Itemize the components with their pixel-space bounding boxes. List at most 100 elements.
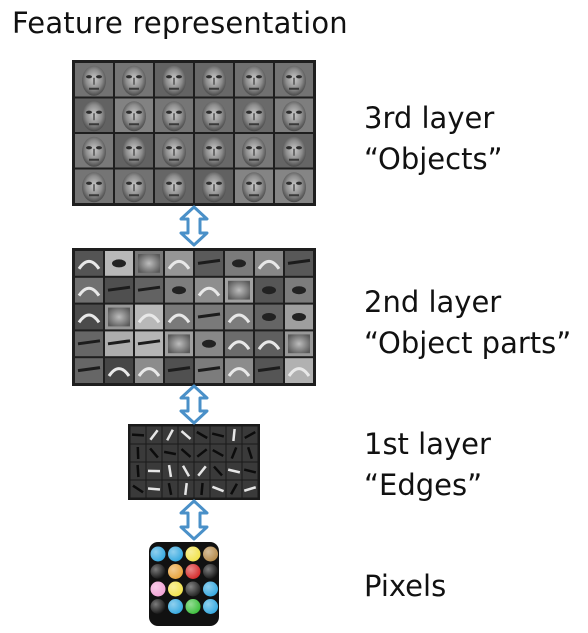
face-feature: [275, 169, 313, 203]
arrow-objects-parts-icon: [179, 205, 209, 247]
edges-feature-grid: [128, 424, 260, 500]
arrow-edges-pixels-icon: [179, 499, 209, 541]
part-feature: [105, 331, 133, 357]
face-feature: [75, 134, 113, 168]
part-feature: [135, 277, 163, 303]
edge-feature: [194, 480, 210, 498]
part-feature: [135, 358, 163, 383]
layer-description: “Objects”: [364, 142, 503, 176]
layer-name: 2nd layer: [364, 285, 502, 319]
part-feature: [195, 331, 223, 357]
edge-feature: [226, 426, 242, 444]
pixel-dot: [185, 599, 201, 614]
edge-feature: [146, 462, 162, 480]
part-feature: [255, 277, 283, 303]
part-feature: [255, 304, 283, 330]
objects-feature-grid: [72, 60, 316, 206]
part-feature: [225, 331, 253, 357]
edge-feature: [242, 444, 258, 462]
layer-label-objects: 3rd layer “Objects”: [364, 98, 503, 180]
pixel-dot: [203, 599, 218, 614]
part-feature: [225, 304, 253, 330]
face-feature: [115, 134, 153, 168]
face-feature: [115, 63, 153, 97]
pixel-dot: [185, 546, 201, 562]
pixel-dot: [185, 564, 201, 579]
part-feature: [195, 304, 223, 330]
face-feature: [115, 98, 153, 132]
face-feature: [235, 134, 273, 168]
edge-feature: [130, 480, 146, 498]
part-feature: [255, 331, 283, 357]
edge-feature: [242, 480, 258, 498]
edge-feature: [178, 444, 194, 462]
edge-feature: [226, 462, 242, 480]
part-feature: [225, 277, 253, 303]
pixel-dot: [203, 581, 218, 597]
edge-feature: [210, 444, 226, 462]
edge-feature: [194, 444, 210, 462]
part-feature: [285, 358, 313, 383]
layer-label-edges: 1st layer “Edges”: [364, 424, 491, 506]
pixel-dot: [185, 581, 201, 597]
part-feature: [195, 358, 223, 383]
part-feature: [75, 251, 103, 276]
edge-feature: [130, 462, 146, 480]
part-feature: [135, 251, 163, 276]
part-feature: [135, 304, 163, 330]
layer-name: 3rd layer: [364, 101, 495, 135]
edge-feature: [178, 462, 194, 480]
part-feature: [285, 304, 313, 330]
part-feature: [165, 358, 193, 383]
part-feature: [255, 251, 283, 276]
part-feature: [75, 277, 103, 303]
face-feature: [235, 98, 273, 132]
pixel-dot: [168, 546, 183, 562]
part-feature: [165, 331, 193, 357]
edge-feature: [226, 480, 242, 498]
face-feature: [75, 63, 113, 97]
pixel-dot: [150, 546, 166, 562]
pixel-dot: [168, 599, 183, 614]
layer-description: “Object parts”: [364, 326, 572, 360]
edge-feature: [146, 480, 162, 498]
face-feature: [195, 63, 233, 97]
part-feature: [225, 251, 253, 276]
edge-feature: [162, 426, 178, 444]
edge-feature: [242, 426, 258, 444]
edge-feature: [226, 444, 242, 462]
face-feature: [75, 98, 113, 132]
part-feature: [225, 358, 253, 383]
layer-label-pixels: Pixels: [364, 566, 446, 607]
pixel-dot: [203, 546, 218, 562]
pixel-dot: [150, 581, 166, 597]
part-feature: [105, 277, 133, 303]
part-feature: [285, 251, 313, 276]
part-feature: [105, 251, 133, 276]
face-feature: [275, 63, 313, 97]
pixel-dot: [168, 564, 183, 579]
edge-feature: [146, 426, 162, 444]
part-feature: [135, 331, 163, 357]
part-feature: [165, 277, 193, 303]
part-feature: [75, 358, 103, 383]
edge-feature: [146, 444, 162, 462]
pixels-grid-frame: [149, 542, 219, 626]
face-feature: [195, 134, 233, 168]
part-feature: [75, 331, 103, 357]
part-feature: [75, 304, 103, 330]
edge-feature: [194, 462, 210, 480]
object-parts-feature-grid: [72, 248, 316, 386]
edge-feature: [242, 462, 258, 480]
edge-feature: [162, 462, 178, 480]
part-feature: [165, 304, 193, 330]
face-feature: [115, 169, 153, 203]
layer-description: “Edges”: [364, 468, 483, 502]
part-feature: [105, 304, 133, 330]
edge-feature: [130, 426, 146, 444]
pixels-grid: [149, 542, 219, 626]
part-feature: [195, 251, 223, 276]
pixel-dot: [150, 599, 166, 614]
edge-feature: [210, 426, 226, 444]
